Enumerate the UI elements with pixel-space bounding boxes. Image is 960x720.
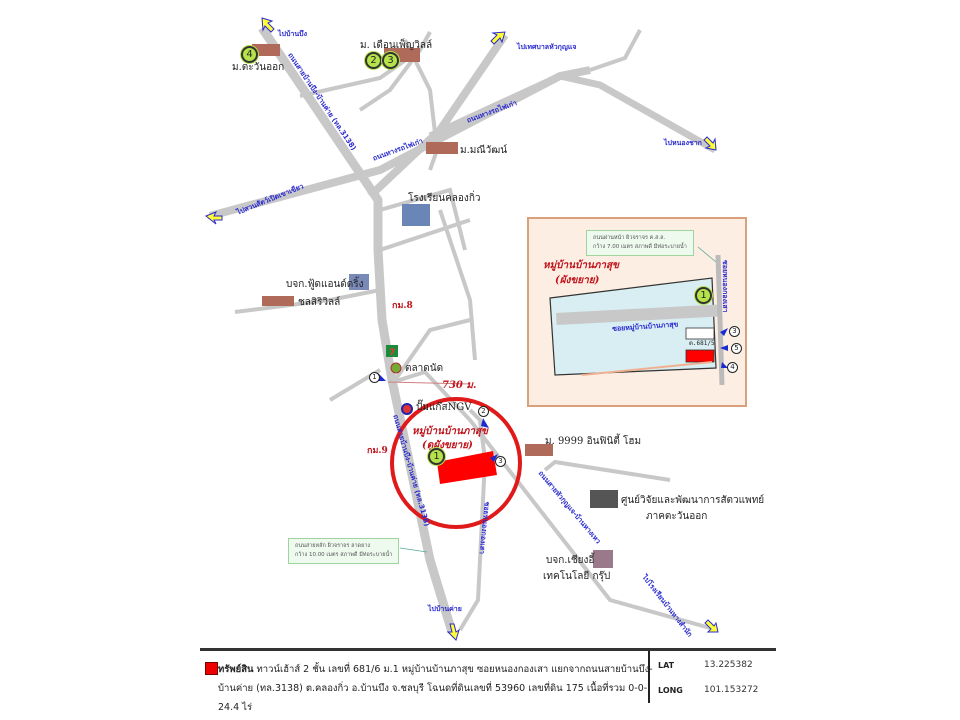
main-road-note-line1: ถนนสายหลัก ผิวจราจร ลาดยาง [295,543,371,549]
seven-eleven-icon: 7 [386,345,398,358]
label-km8: กม.8 [392,301,413,311]
description-text: ทาวน์เฮ้าส์ 2 ชั้น เลขที่ 681/6 ม.1 หมู่… [218,664,653,713]
inset-title: หมู่บ้านบ้านภาสุข [543,260,619,271]
property-plot [437,451,497,484]
property-description: ทรัพย์สิน ทาวน์เฮ้าส์ 2 ชั้น เลขที่ 681/… [218,660,658,717]
inset-side-road [715,254,725,386]
inset-side-road-label: ซอยหนองกองเสา [721,260,729,313]
property-info-footer: ทรัพย์สิน ทาวน์เฮ้าส์ 2 ชั้น เลขที่ 681/… [200,648,776,715]
label-village-title: หมู่บ้านบ้านภาสุข [412,426,488,437]
marker-2-green: 2 [365,52,382,69]
minor-roads [234,31,711,632]
inset-soi [556,304,722,325]
label-market: ตลาดนัด [405,363,444,374]
inset-subtitle: (ผังขยาย) [555,275,600,286]
marker-4-green: 4 [241,46,258,63]
market-icon [390,362,402,374]
road-hua-kunjae [367,32,509,199]
distance-line [387,381,471,385]
label-school: โรงเรียนคลองกิ่ว [408,193,481,204]
inset-marker-1-green: 1 [695,287,712,304]
direction-arrows [205,17,719,641]
marker-2: 2 [478,406,489,417]
label-to-ban-khai: ไปบ้านค่าย [428,605,462,613]
inset-plot-red [685,349,715,363]
label-m9999: ม. 9999 อินฟินิตี้ โฮม [545,436,642,447]
property-highlight-circle [390,397,522,529]
inset-village-plot [549,277,717,376]
label-m-tawan-ok: ม.ตะวันออก [232,62,285,73]
inset-marker-5: 5 [731,343,742,354]
marker-3: 3 [495,456,506,467]
inset-marker-4: 4 [727,362,738,373]
inset-marker-3: 3 [729,326,740,337]
label-m-maniwat: ม.มณีวัฒน์ [460,145,508,156]
label-distance: 730 ม. [442,380,477,391]
label-research-center-1: ศูนย์วิจัยและพัฒนาการสัตวแพทย์ [621,495,765,506]
inset-note-line2: กว้าง 7.00 เมตร สภาพดี มีท่อระบายน้ำ [593,243,687,250]
marker-1-green: 1 [428,448,445,465]
main-road-note-line2: กว้าง 10.00 เมตร สภาพดี มีท่อระบายน้ำ [295,551,393,558]
label-chiangi-2: เทคโนโลยี กรุ๊ป [543,571,611,582]
coordinates-box: LAT 13.225382 LONG 101.153272 [648,651,778,703]
label-km9: กม.9 [367,446,388,456]
property-legend-swatch [205,662,218,675]
lat-value: 13.225382 [704,660,753,670]
lat-label: LAT [658,661,675,670]
main-road [258,25,457,634]
label-to-nong-chak: ไปหนองชาก [664,139,702,147]
label-food-company: บจก.ฟู้ดแอนด์ดริ้ง [286,279,364,290]
inset-plot-label: ต.681/5 [689,340,715,347]
legend-label: ทรัพย์สิน [218,664,254,675]
marker-1: 1 [369,372,380,383]
inset-plot-white [685,327,715,340]
main-road-note: ถนนสายหลัก ผิวจราจร ลาดยาง กว้าง 10.00 เ… [288,538,400,564]
marker-3-green: 3 [382,52,399,69]
label-to-ban-bueng: ไปบ้านบึง [278,30,307,38]
label-village-sub: (ดูผังขยาย) [422,440,473,451]
label-chonsiri-ville: ชลสิริวิลล์ [298,297,341,308]
long-label: LONG [658,686,683,695]
label-research-center-2: ภาคตะวันออก [646,511,708,522]
label-ngv: ปั๊มแก๊สNGV [416,402,472,413]
location-map: 7 [205,17,747,641]
gas-station-icon [401,403,413,415]
label-to-hua-kunjae: ไปเทศบาลหัวกุญแจ [517,43,577,51]
svg-text:7: 7 [389,348,395,358]
inset-note: ถนนผ่านหน้า ผิวจราจร ค.ส.ล. กว้าง 7.00 เ… [586,230,694,256]
label-chiangi-1: บจก.เชียงอี้ [546,555,595,566]
label-m-duean-phen: ม. เดือนเพ็ญวิลล์ [360,40,433,51]
inset-note-line1: ถนนผ่านหน้า ผิวจราจร ค.ส.ล. [593,235,666,241]
long-value: 101.153272 [704,685,759,695]
rail-road [208,66,591,220]
road-nong-chak-branch [589,29,642,72]
rail-road-east [428,72,717,154]
